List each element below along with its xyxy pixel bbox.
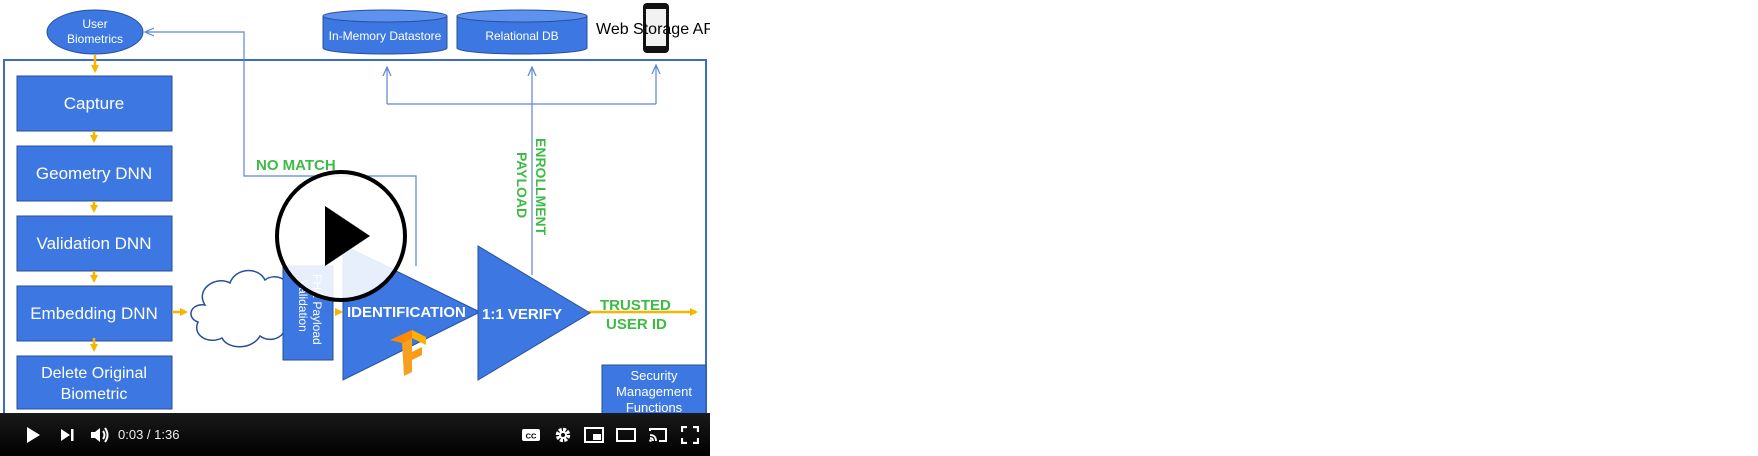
captions-button[interactable]: CC [518, 413, 544, 456]
play-button[interactable] [18, 413, 48, 456]
settings-icon [555, 427, 571, 442]
delete-original-step: Delete Original Biometric [16, 355, 173, 410]
storage-connector [387, 66, 656, 275]
identification-label: IDENTIFICATION [347, 304, 466, 321]
current-time: 0:03 [118, 427, 144, 442]
volume-button[interactable] [86, 413, 114, 456]
no-match-line [146, 32, 417, 266]
captions-icon: CC [522, 428, 540, 441]
pipeline-step-label: Embedding DNN [30, 304, 158, 323]
player-controls: 0:03 / 1:36 CC [0, 413, 710, 456]
duration: 1:36 [154, 427, 180, 442]
pipeline-step-box [16, 285, 173, 342]
in-memory-datastore-label: In-Memory Datastore [329, 29, 442, 43]
miniplayer-button[interactable] [580, 413, 608, 456]
in-memory-datastore: In-Memory Datastore [322, 9, 448, 55]
delete-original-label-2: Biometric [61, 386, 128, 403]
pipeline-step-box [16, 75, 173, 132]
next-icon [61, 428, 74, 441]
next-button[interactable] [54, 413, 80, 456]
security-label-3: Functions [626, 400, 683, 415]
video-frame[interactable]: User Biometrics In-Memory Datastore Rela… [0, 0, 710, 456]
settings-button[interactable] [550, 413, 576, 456]
tensorflow-icon [390, 330, 426, 376]
verify-label: 1:1 VERIFY [482, 306, 562, 323]
no-match-label: NO MATCH [256, 157, 336, 174]
fullscreen-icon [681, 425, 699, 444]
security-label-1: Security [631, 368, 678, 383]
relational-db: Relational DB [456, 9, 588, 55]
large-play-button[interactable] [275, 170, 407, 302]
miniplayer-icon [584, 426, 604, 443]
pipeline-step-label: Validation DNN [37, 234, 152, 253]
user-id-label: USER ID [606, 316, 667, 333]
verify-stage: 1:1 VERIFY [477, 245, 591, 381]
delete-original-label-1: Delete Original [41, 365, 147, 382]
fullscreen-button[interactable] [676, 413, 704, 456]
svg-text:CC: CC [526, 431, 537, 440]
time-separator: / [143, 427, 155, 442]
payload-label: PAYLOAD [514, 152, 530, 218]
web-storage-api-label: Web Storage API [596, 21, 710, 38]
play-icon [325, 206, 370, 266]
security-label-2: Management [616, 384, 692, 399]
fhe-label-2: Validation [296, 280, 310, 332]
video-player[interactable]: User Biometrics In-Memory Datastore Rela… [0, 0, 710, 456]
time-display: 0:03 / 1:36 [118, 413, 179, 456]
cloud-icon [190, 269, 297, 348]
theater-mode-button[interactable] [612, 413, 640, 456]
user-biometrics-label-2: Biometrics [67, 32, 123, 46]
cast-button[interactable] [644, 413, 672, 456]
trusted-label: TRUSTED [600, 297, 671, 314]
volume-icon [91, 426, 109, 443]
security-management-box: Security Management Functions [601, 364, 707, 421]
user-biometrics-label-1: User [82, 17, 107, 31]
enrollment-label: ENROLLMENT [533, 138, 549, 236]
theater-mode-icon [616, 427, 636, 442]
relational-db-label: Relational DB [485, 29, 558, 43]
phone-icon [643, 3, 669, 53]
pipeline-step-label: Capture [64, 94, 124, 113]
cast-icon [649, 427, 667, 442]
pipeline-step-label: Geometry DNN [36, 164, 152, 183]
user-biometrics-node: User Biometrics [46, 9, 144, 55]
play-icon [27, 426, 40, 443]
